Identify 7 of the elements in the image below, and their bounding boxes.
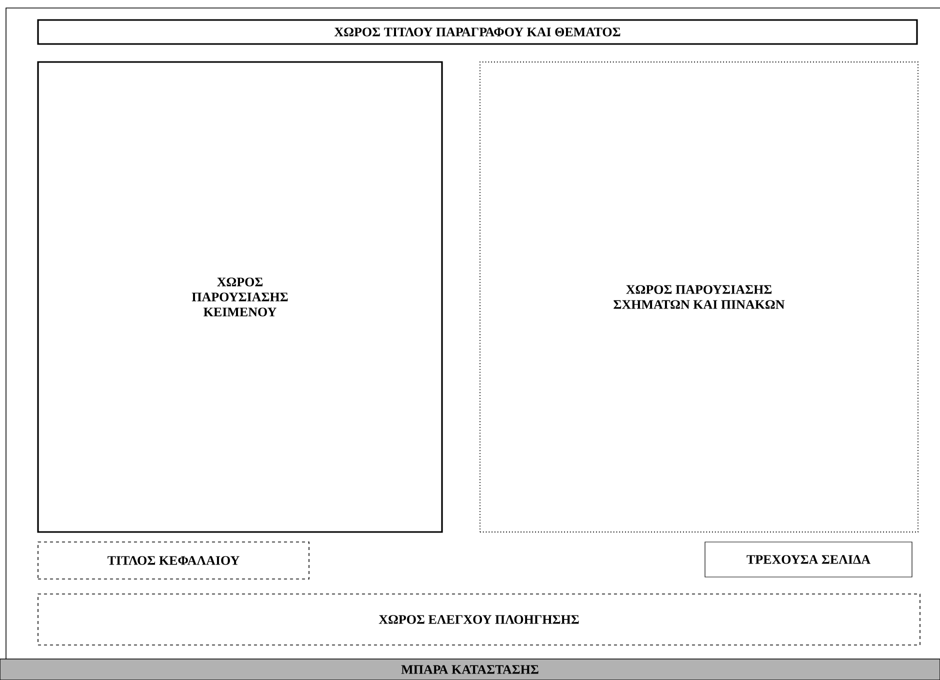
chapter-title-box: ΤΙΤΛΟΣ ΚΕΦΑΛΑΙΟΥ bbox=[38, 542, 310, 580]
status-bar: ΜΠΑΡΑ ΚΑΤΑΣΤΑΣΗΣ bbox=[0, 658, 940, 680]
figure-panel: ΧΩΡΟΣ ΠΑΡΟΥΣΙΑΣΗΣ ΣΧΗΜΑΤΩΝ ΚΑΙ ΠΙΝΑΚΩΝ bbox=[480, 62, 918, 532]
text-panel: ΧΩΡΟΣ ΠΑΡΟΥΣΙΑΣΗΣ ΚΕΙΜΕΝΟΥ bbox=[37, 61, 443, 533]
navigation-panel: ΧΩΡΟΣ ΕΛΕΓΧΟΥ ΠΛΟΗΓΗΣΗΣ bbox=[38, 594, 920, 646]
page-number-box: ΤΡΕΧΟΥΣΑ ΣΕΛΙΔΑ bbox=[704, 542, 912, 578]
title-bar: ΧΩΡΟΣ ΤΙΤΛΟΥ ΠΑΡΑΓΡΑΦΟΥ ΚΑΙ ΘΕΜΑΤΟΣ bbox=[37, 19, 918, 45]
